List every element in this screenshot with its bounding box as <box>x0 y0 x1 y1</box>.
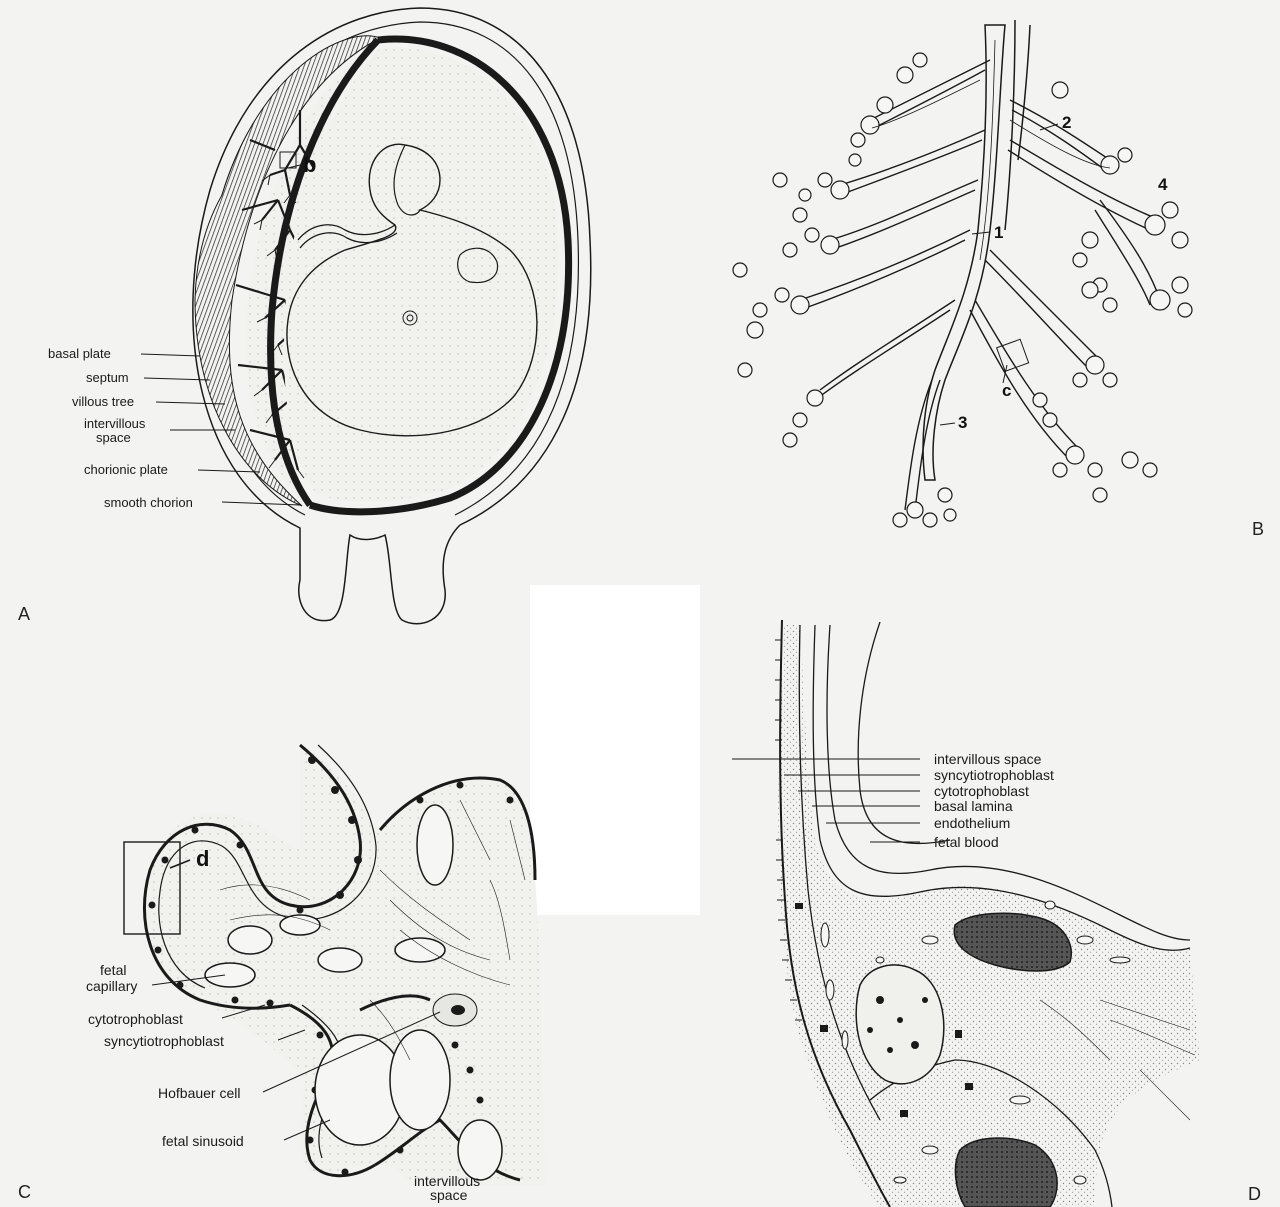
panel-letter-d: D <box>1248 1184 1261 1204</box>
label-d-fetal-blood: fetal blood <box>934 834 999 850</box>
terminal-villi <box>733 53 1192 527</box>
panel-b-villous-tree: 1 2 3 4 c B <box>733 20 1264 539</box>
marker-c: c <box>1002 381 1011 400</box>
label-c-space: space <box>430 1187 468 1203</box>
label-chorionic-plate: chorionic plate <box>84 462 168 477</box>
label-fetal-sinusoid: fetal sinusoid <box>162 1133 244 1149</box>
label-intervillous-space: space <box>96 430 131 445</box>
label-d-endothelium: endothelium <box>934 815 1010 831</box>
label-fetal: fetal <box>100 962 126 978</box>
panel-c-villus-section: d fetal capillary cytotrophoblast syncyt… <box>18 745 545 1203</box>
label-capillary: capillary <box>86 978 137 994</box>
label-1-stem-villus: 1 <box>994 223 1003 242</box>
label-smooth-chorion: smooth chorion <box>104 495 193 510</box>
label-hofbauer-cell: Hofbauer cell <box>158 1085 241 1101</box>
label-septum: septum <box>86 370 129 385</box>
blank-patch <box>530 585 700 915</box>
label-intervillous: intervillous <box>84 416 146 431</box>
label-d-basal-lamina: basal lamina <box>934 798 1013 814</box>
label-3-branch: 3 <box>958 413 967 432</box>
panel-letter-c: C <box>18 1182 31 1202</box>
panel-letter-a: A <box>18 604 30 624</box>
label-c-syncytiotrophoblast: syncytiotrophoblast <box>104 1033 224 1049</box>
label-c-cytotrophoblast: cytotrophoblast <box>88 1011 183 1027</box>
label-4-terminal-villi: 4 <box>1158 175 1168 194</box>
panel-a-uterus-diagram: basal plate septum villous tree intervil… <box>18 8 591 624</box>
label-d-cytotrophoblast: cytotrophoblast <box>934 783 1029 799</box>
label-d-intervillous-space: intervillous space <box>934 751 1042 767</box>
label-basal-plate: basal plate <box>48 346 111 361</box>
label-d-syncytiotrophoblast: syncytiotrophoblast <box>934 767 1054 783</box>
marker-b: b <box>303 152 316 177</box>
panel-d-placental-barrier: intervillous space syncytiotrophoblast c… <box>732 620 1261 1207</box>
hofbauer-cell <box>433 994 477 1026</box>
label-2-branch: 2 <box>1062 113 1071 132</box>
label-villous-tree: villous tree <box>72 394 134 409</box>
marker-d: d <box>196 846 209 871</box>
panel-letter-b: B <box>1252 519 1264 539</box>
panel-d-leaders <box>732 759 920 842</box>
